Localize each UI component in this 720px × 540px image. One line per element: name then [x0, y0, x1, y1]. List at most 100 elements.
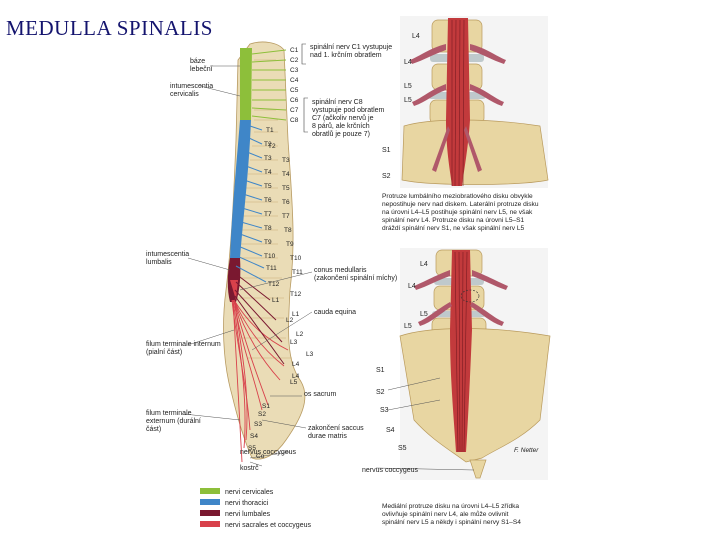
- bottom-right-lumbar-view: L4 L4 L5 L5 S1 S2 S3 S4 S5 nervus coccyg…: [362, 248, 551, 526]
- label-cauda-equina: cauda equina: [314, 309, 356, 316]
- label-nervus-coccygeus: nervus coccygeus: [240, 449, 297, 456]
- label-intumescentia-cervicalis-1: intumescentia: [170, 83, 213, 90]
- bottom-caption: Mediální protruze disku na úrovni L4–L5 …: [382, 503, 521, 526]
- label-saccus-2: durae matris: [308, 433, 347, 440]
- nerve-label-L4: L4: [292, 361, 300, 368]
- label-intumescentia-lumbalis-1: intumescentia: [146, 251, 189, 258]
- bottom-level-L4-b: L4: [408, 283, 416, 290]
- bottom-level-S5: S5: [398, 445, 407, 452]
- top-level-L5-b: L5: [404, 97, 412, 104]
- vertebra-label-L4: L4: [292, 373, 300, 380]
- bottom-caption-line-1: Mediální protruze disku na úrovni L4–L5 …: [382, 503, 519, 510]
- right-leader-lines: [239, 271, 313, 467]
- nerve-label-T5: T5: [264, 183, 272, 190]
- cauda-equina-fibers: [231, 299, 289, 463]
- bottom-caption-line-2: ovlivňuje spinální nerv L4, ale může ovl…: [382, 510, 509, 518]
- label-filum-internum-1: filum terminale internum: [146, 341, 221, 348]
- nerve-label-L5: L5: [290, 379, 298, 386]
- nerve-label-S5: S5: [248, 445, 256, 452]
- vertebra-label-L3: L3: [306, 351, 314, 358]
- note-c8-1: spinální nerv C8: [312, 99, 363, 106]
- legend-swatch: [200, 488, 220, 494]
- legend-label: nervi lumbales: [225, 511, 271, 518]
- label-filum-externum-3: část): [146, 426, 161, 433]
- label-kostrc: kostrč: [240, 465, 259, 472]
- legend-label: nervi sacrales et coccygeus: [225, 522, 311, 529]
- nerve-label-T11: T11: [266, 265, 277, 272]
- nerve-label-T9: T9: [264, 239, 272, 246]
- nerve-label-S1: S1: [262, 403, 270, 410]
- label-base-skull-2: lebeční: [190, 66, 213, 73]
- label-conus-2: (zakončení spinální míchy): [314, 275, 397, 282]
- left-spine-figure: báze lebeční intumescentia cervicalis in…: [146, 41, 397, 472]
- top-caption: Protruze lumbálního meziobratlového disk…: [382, 193, 539, 232]
- vertebra-label-T7: T7: [282, 213, 290, 220]
- nerve-label-C5: C5: [290, 87, 299, 94]
- top-caption-line-1: Protruze lumbálního meziobratlového disk…: [382, 193, 533, 200]
- vertebra-label-T11: T11: [292, 269, 303, 276]
- bottom-level-L4-a: L4: [420, 261, 428, 268]
- top-caption-line-4: spinální nerv L4. Protruze disku na úrov…: [382, 217, 525, 224]
- bottom-leader-lines: [375, 377, 475, 471]
- top-exiting-nerves: [410, 44, 506, 172]
- vertebra-label-T4: T4: [282, 171, 290, 178]
- nerve-label-T7: T7: [264, 211, 272, 218]
- top-level-S2: S2: [382, 173, 391, 180]
- nerve-label-L1: L1: [272, 297, 280, 304]
- nerve-label-Co: Co: [256, 453, 265, 460]
- nerve-label-T12: T12: [268, 281, 280, 288]
- top-caption-line-3: na úrovni L4–L5 postihuje spinální nerv …: [382, 209, 533, 216]
- note-c8-2: vystupuje pod obratlem: [312, 107, 385, 114]
- label-intumescentia-lumbalis-2: lumbalis: [146, 259, 172, 266]
- nerve-label-T2: T2: [264, 141, 272, 148]
- top-level-S1: S1: [382, 147, 391, 154]
- nerve-label-C8: C8: [290, 117, 299, 124]
- bottom-level-S4: S4: [386, 427, 395, 434]
- sacral-cord-segment: [230, 280, 238, 300]
- label-os-sacrum: os sacrum: [304, 391, 336, 398]
- label-saccus-1: zakončení saccus: [308, 425, 364, 432]
- nerve-label-S2: S2: [258, 411, 266, 418]
- label-intumescentia-cervicalis-2: cervicalis: [170, 91, 199, 98]
- nerve-label-S4: S4: [250, 433, 258, 440]
- thoracic-cord-segment: [230, 120, 251, 258]
- note-c1-2: nad 1. krčním obratlem: [310, 52, 382, 59]
- bottom-protrusion-marker: [460, 289, 480, 303]
- nerve-level-labels: C1C2C3C4C5C6C7C8T1T2T3T4T5T6T7T8T9T10T11…: [248, 47, 300, 460]
- bottom-level-S3: S3: [380, 407, 389, 414]
- vertebra-label-T3: T3: [282, 157, 290, 164]
- label-filum-externum-1: filum terminale: [146, 410, 192, 417]
- bottom-level-L5-a: L5: [420, 311, 428, 318]
- label-filum-internum-2: (pialní část): [146, 349, 182, 356]
- bottom-level-S2: S2: [376, 389, 385, 396]
- vertebra-label-T6: T6: [282, 199, 290, 206]
- note-c8-5: obratlů je pouze 7): [312, 130, 370, 138]
- nerve-label-C1: C1: [290, 47, 299, 54]
- bottom-level-S1: S1: [376, 367, 385, 374]
- vertebra-label-T12: T12: [290, 291, 302, 298]
- vertebra-label-L1: L1: [292, 311, 300, 318]
- netter-signature: F. Netter: [514, 447, 539, 454]
- bottom-exiting-nerves: [414, 270, 508, 326]
- left-leader-lines: [183, 65, 241, 421]
- spinal-nerve-roots: [234, 49, 287, 365]
- nerve-label-T4: T4: [264, 169, 272, 176]
- label-conus-1: conus medullaris: [314, 267, 367, 274]
- bottom-caption-line-3: spinální nerv L5 a někdy i spinální nerv…: [382, 519, 521, 526]
- nerve-label-T3: T3: [264, 155, 272, 162]
- nerve-label-C6: C6: [290, 97, 299, 104]
- label-base-skull-1: báze: [190, 58, 205, 65]
- vertebra-label-T8: T8: [284, 227, 292, 234]
- top-level-L4-b: L4: [404, 59, 412, 66]
- vertebra-label-T2: T2: [268, 143, 276, 150]
- bottom-label-coccygeus: nervus coccygeus: [362, 467, 419, 474]
- top-cauda-fibers: [451, 19, 465, 187]
- top-level-L4-a: L4: [412, 33, 420, 40]
- vertebra-label-T10: T10: [290, 255, 302, 262]
- legend-swatch: [200, 521, 220, 527]
- label-filum-externum-2: externum (durální: [146, 418, 201, 425]
- nerve-label-C7: C7: [290, 107, 299, 114]
- nerve-label-C4: C4: [290, 77, 299, 84]
- legend-swatch: [200, 499, 220, 505]
